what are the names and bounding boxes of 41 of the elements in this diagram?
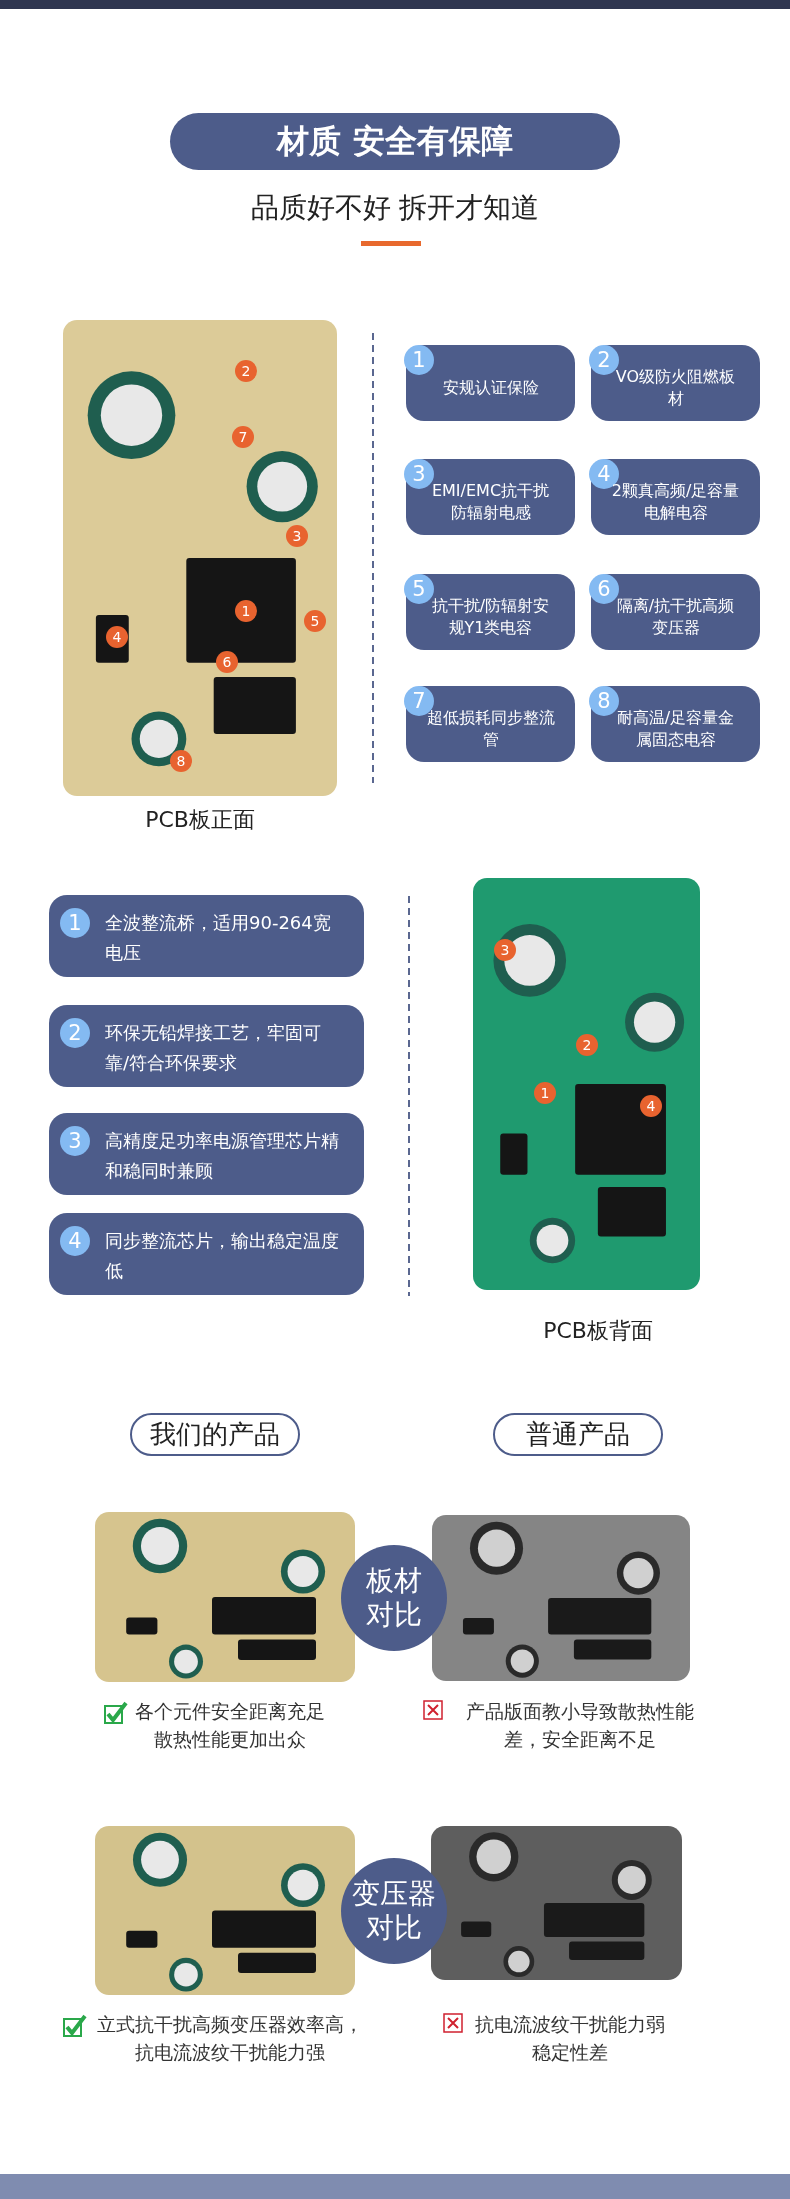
circle-text: 变压器对比 — [351, 1877, 437, 1945]
feature-text: 安规认证保险 — [441, 377, 540, 399]
photo-caption: 产品版面教小导致散热性能差，安全距离不足 — [465, 1699, 695, 1752]
number-badge: 3 — [60, 1126, 90, 1156]
photo-caption: 立式抗干扰高频变压器效率高，抗电流波纹干扰能力强 — [96, 2012, 364, 2065]
number-badge: 1 — [60, 908, 90, 938]
number-badge: 3 — [404, 459, 434, 489]
feature-box — [406, 459, 575, 535]
feature-box — [591, 686, 760, 762]
feature-text: 同步整流芯片，输出稳定温度低 — [105, 1229, 340, 1283]
feature-box — [49, 1113, 364, 1195]
circle-text: 板材对比 — [365, 1564, 423, 1632]
feature-box — [406, 686, 575, 762]
feature-box — [591, 345, 760, 421]
feature-box — [49, 895, 364, 977]
feature-text: 全波整流桥，适用90-264宽电压 — [105, 911, 332, 965]
feature-box — [49, 1005, 364, 1087]
feature-box — [49, 1213, 364, 1295]
number-badge: 1 — [404, 345, 434, 375]
feature-text: 环保无铅焊接工艺，牢固可靠/符合环保要求 — [105, 1021, 322, 1075]
feature-box — [591, 459, 760, 535]
number-badge: 4 — [60, 1226, 90, 1256]
number-badge: 2 — [60, 1018, 90, 1048]
number-badge: 8 — [589, 686, 619, 716]
title-banner: 材质 安全有保障 — [170, 113, 620, 170]
photo-caption: PCB板背面 — [542, 1317, 654, 1345]
number-badge: 6 — [589, 574, 619, 604]
pcb-photo — [63, 320, 337, 796]
pcb-photo — [95, 1512, 355, 1682]
photo-caption: 抗电流波纹干扰能力弱稳定性差 — [474, 2012, 666, 2065]
feature-box — [406, 574, 575, 650]
photo-caption: 各个元件安全距离充足散热性能更加出众 — [134, 1699, 326, 1752]
heading-pill: 普通产品 — [493, 1413, 663, 1456]
photo-caption: PCB板正面 — [144, 806, 256, 834]
subtitle: 品质好不好 拆开才知道 — [249, 190, 541, 226]
feature-text: 高精度足功率电源管理芯片精和稳同时兼顾 — [105, 1129, 340, 1183]
feature-box — [591, 574, 760, 650]
heading-pill: 我们的产品 — [130, 1413, 300, 1456]
feature-box — [406, 345, 575, 421]
pcb-photo — [473, 878, 700, 1290]
pcb-photo — [432, 1515, 690, 1681]
